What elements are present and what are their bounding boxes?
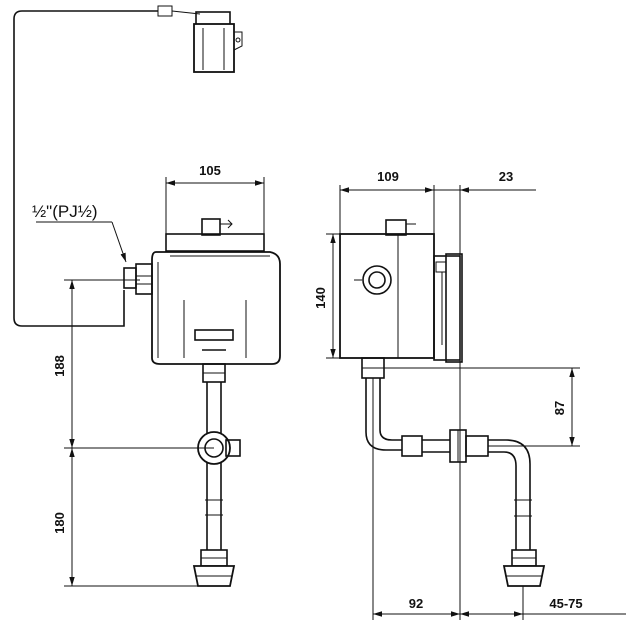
sensor-cable <box>13 10 158 327</box>
side-valve-body <box>339 219 463 363</box>
thread-label: ½"(PJ½) <box>32 202 98 221</box>
side-outlet-pipe <box>361 357 546 587</box>
front-valve-body <box>36 218 281 365</box>
dim-140-label: 140 <box>313 287 328 309</box>
dim-105-label: 105 <box>199 163 221 178</box>
dim-180-label: 180 <box>52 512 67 534</box>
front-outlet-pipe <box>192 363 241 587</box>
dim-87: 87 <box>384 367 580 447</box>
dim-23: 23 <box>434 169 536 620</box>
sensor-unit <box>157 5 243 73</box>
dim-92-label: 92 <box>409 596 423 611</box>
dim-87-label: 87 <box>552 401 567 415</box>
dim-92: 92 <box>372 378 460 620</box>
dim-180: 180 <box>52 448 198 587</box>
dim-109-label: 109 <box>377 169 399 184</box>
dim-188-label: 188 <box>52 355 67 377</box>
dim-109: 109 <box>339 169 435 256</box>
dim-45-75: 45-75 <box>460 586 626 620</box>
dim-45-75-label: 45-75 <box>549 596 582 611</box>
dim-23-label: 23 <box>499 169 513 184</box>
dim-140: 140 <box>313 233 340 359</box>
dim-105: 105 <box>165 163 265 234</box>
dim-188: 188 <box>52 279 214 449</box>
